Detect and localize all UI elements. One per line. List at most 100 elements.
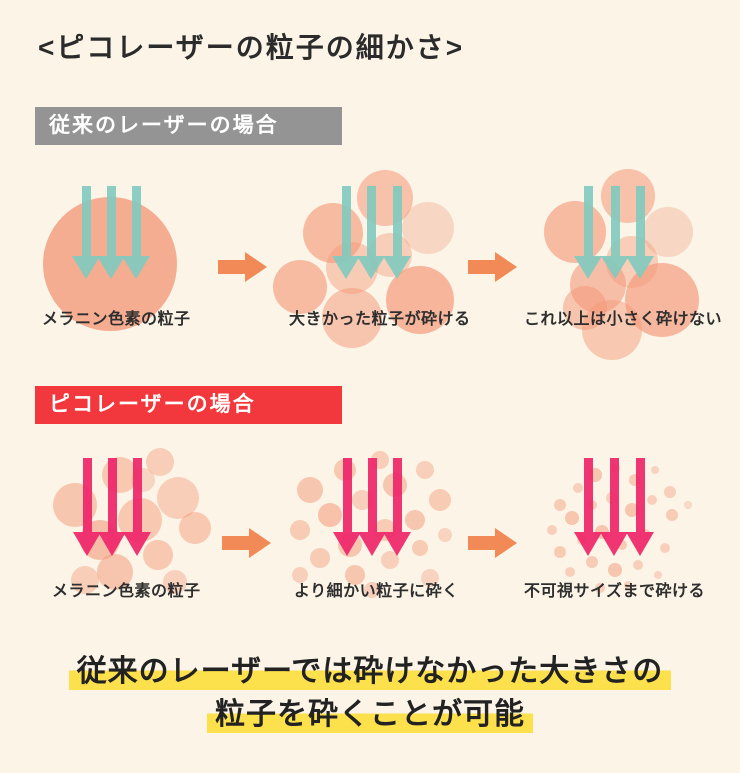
particle: [146, 448, 174, 476]
right-arrow-icon: [218, 252, 268, 282]
step-label-pico-3: 不可視サイズまで砕ける: [524, 583, 706, 600]
particle: [273, 260, 327, 314]
arrow-head: [574, 532, 602, 556]
arrow-head: [601, 256, 629, 279]
particle: [345, 565, 365, 585]
arrow-head: [357, 256, 385, 279]
particle: [303, 203, 363, 263]
particle: [179, 512, 211, 544]
down-arrow-icon: [98, 458, 126, 556]
down-arrow-icon: [601, 186, 629, 279]
down-arrow-icon: [383, 458, 411, 556]
down-arrow-icon: [73, 458, 101, 556]
down-arrow-icon: [574, 458, 602, 556]
down-arrow-icon: [357, 186, 385, 279]
particle: [429, 489, 451, 511]
particle: [352, 490, 372, 510]
arrow-shaft: [218, 260, 245, 274]
particle: [364, 582, 380, 598]
particle: [608, 563, 622, 577]
highlighted-text-line2: 粒子を砕くことが可能: [207, 698, 533, 733]
arrow-shaft: [131, 186, 141, 256]
arrow-shaft: [107, 458, 117, 532]
arrow-shaft: [392, 458, 402, 532]
step-label-conventional-2: 大きかった粒子が砕ける: [289, 311, 471, 328]
particle: [290, 520, 310, 540]
arrow-head: [73, 532, 101, 556]
particle: [554, 499, 566, 511]
particle: [438, 528, 452, 542]
highlighted-text-line1: 従来のレーザーでは砕けなかった大きさの: [68, 655, 672, 690]
arrow-shaft: [635, 458, 645, 532]
arrow-shaft: [132, 458, 142, 532]
particle: [71, 566, 99, 594]
arrow-head: [333, 532, 361, 556]
step-label-conventional-1: メラニン色素の粒子: [42, 311, 191, 328]
arrow-head: [72, 256, 100, 279]
particle: [402, 202, 454, 254]
arrow-shaft: [610, 186, 620, 256]
particle: [416, 461, 434, 479]
arrow-head: [249, 528, 271, 558]
particle: [565, 511, 579, 525]
particle: [624, 581, 632, 589]
arrow-shaft: [342, 458, 352, 532]
arrow-head: [383, 532, 411, 556]
arrow-head: [97, 256, 125, 279]
section-header-conventional: 従来のレーザーの場合: [35, 107, 342, 145]
arrow-head: [626, 256, 654, 279]
down-arrow-icon: [600, 458, 628, 556]
arrow-head: [626, 532, 654, 556]
arrow-shaft: [341, 186, 351, 256]
arrow-shaft: [222, 536, 249, 550]
particle: [310, 548, 330, 568]
arrow-head: [600, 532, 628, 556]
arrow-shaft: [106, 186, 116, 256]
down-arrow-icon: [332, 186, 360, 279]
particle: [666, 509, 678, 521]
particle: [421, 569, 439, 587]
arrow-shaft: [392, 186, 402, 256]
particle: [544, 201, 606, 263]
particle: [651, 466, 659, 474]
arrow-shaft: [635, 186, 645, 256]
particle: [684, 501, 692, 509]
particle: [322, 288, 382, 348]
arrow-head: [123, 532, 151, 556]
down-arrow-icon: [123, 458, 151, 556]
down-arrow-icon: [358, 458, 386, 556]
arrow-head: [122, 256, 150, 279]
particle: [654, 571, 662, 579]
arrow-shaft: [583, 458, 593, 532]
conclusion-text: 従来のレーザーでは砕けなかった大きさの 粒子を砕くことが可能: [0, 650, 740, 736]
particle: [292, 567, 308, 583]
particle: [554, 546, 566, 558]
particle: [547, 525, 557, 535]
particle: [586, 556, 598, 568]
arrow-shaft: [468, 536, 495, 550]
particle: [318, 503, 342, 527]
particle: [647, 495, 657, 505]
arrow-head: [383, 256, 411, 279]
particle: [660, 543, 670, 553]
arrow-head: [574, 256, 602, 279]
particle: [163, 570, 187, 594]
particle: [97, 554, 133, 590]
particle: [405, 510, 425, 530]
section-header-pico: ピコレーザーの場合: [35, 386, 342, 424]
particle: [565, 567, 575, 577]
particle: [601, 169, 655, 223]
arrow-head: [245, 252, 267, 282]
page-title: <ピコレーザーの粒子の細かさ>: [38, 32, 465, 63]
down-arrow-icon: [122, 186, 150, 279]
arrow-head: [332, 256, 360, 279]
right-arrow-icon: [468, 528, 518, 558]
down-arrow-icon: [383, 186, 411, 279]
particle: [643, 207, 693, 257]
particle: [664, 486, 676, 498]
particle: [357, 170, 413, 226]
step-label-pico-1: メラニン色素の粒子: [52, 583, 201, 600]
arrow-shaft: [583, 186, 593, 256]
particle: [573, 483, 583, 493]
